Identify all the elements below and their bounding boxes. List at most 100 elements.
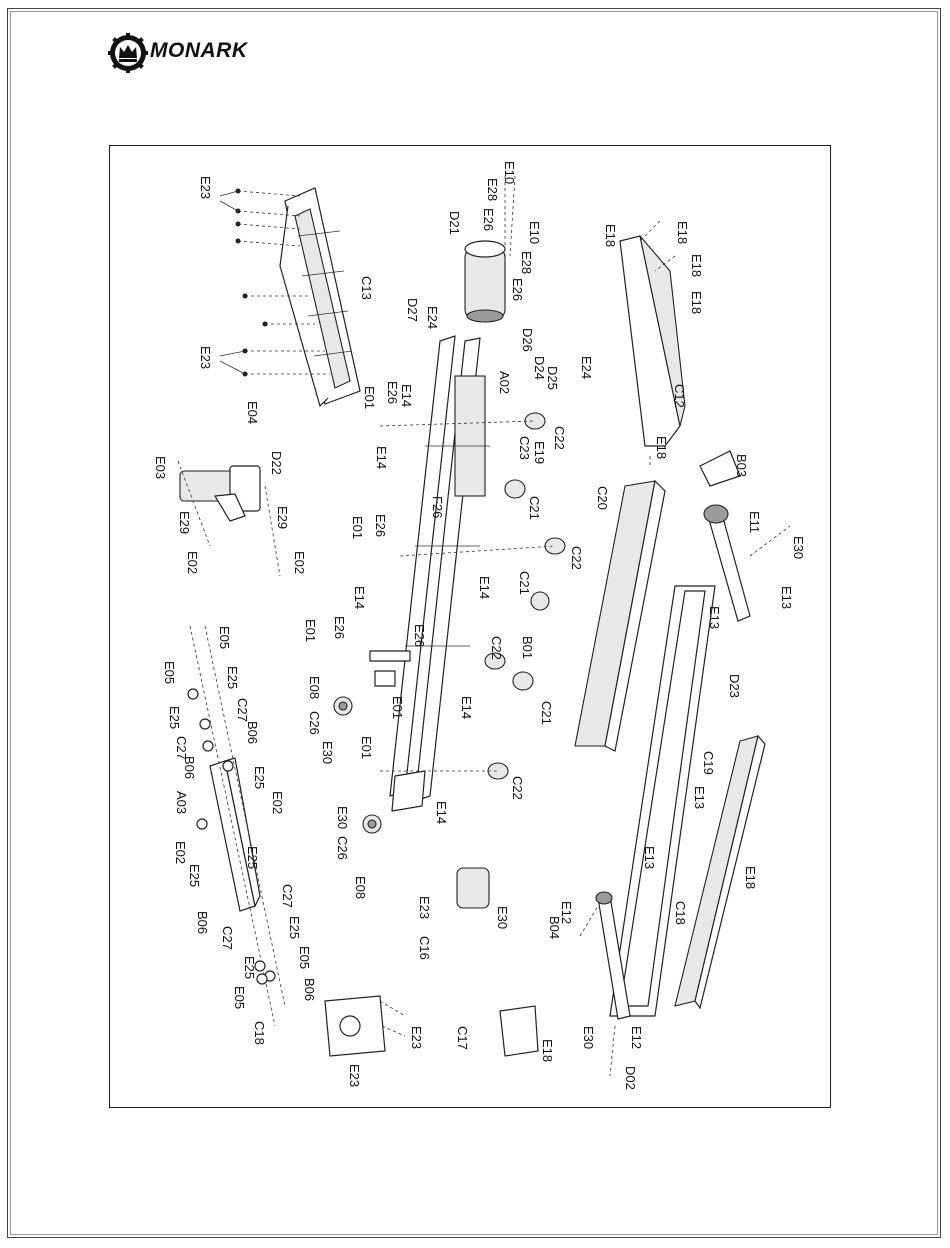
part-label: C18 [673, 901, 688, 925]
exploded-view-drawing: E10 E28 E26 E10 E28 E26 D21 E23 E23 C13 … [153, 161, 806, 1090]
running-deck-part [609, 585, 716, 1017]
part-label: E05 [217, 626, 232, 649]
part-label: E30 [495, 906, 510, 929]
part-label: C17 [455, 1026, 470, 1050]
cover-screw-leaders [219, 188, 330, 377]
part-label: E23 [417, 896, 432, 919]
brand-name: MONARK [150, 39, 248, 62]
front-roller-part [699, 450, 791, 622]
part-label: E24 [425, 306, 440, 329]
part-label: E25 [167, 706, 182, 729]
part-label: E26 [412, 624, 427, 647]
part-label: C22 [489, 636, 504, 660]
part-label: D22 [269, 451, 284, 475]
transport-wheels [333, 696, 382, 834]
part-label: E25 [245, 846, 260, 869]
part-label: C20 [595, 486, 610, 510]
part-label: E13 [707, 606, 722, 629]
part-label: A03 [174, 791, 189, 814]
part-label: E23 [347, 1064, 362, 1087]
part-label: C26 [335, 836, 350, 860]
side-rail-lower-part [674, 734, 766, 1010]
part-label: E26 [481, 208, 496, 231]
part-label: E02 [292, 551, 307, 574]
part-label: E01 [359, 736, 374, 759]
part-label: E14 [434, 801, 449, 824]
part-label: E30 [335, 806, 350, 829]
page-border [7, 8, 941, 1238]
part-label: E18 [654, 436, 669, 459]
part-label: E01 [303, 619, 318, 642]
part-label: B06 [195, 911, 210, 934]
part-label: C12 [672, 384, 687, 408]
main-frame-part [369, 335, 490, 812]
page-inner-border [10, 11, 938, 1235]
part-label: D25 [545, 366, 560, 390]
part-label: E12 [559, 901, 574, 924]
incline-frame-part [187, 625, 286, 1027]
part-label: B06 [302, 978, 317, 1001]
part-label: C27 [235, 698, 250, 722]
rear-roller-part [579, 891, 631, 1077]
part-label: E02 [185, 551, 200, 574]
part-label: C22 [510, 776, 525, 800]
motor-cover-part [279, 187, 361, 408]
part-label: C21 [539, 701, 554, 725]
part-label: E14 [374, 446, 389, 469]
part-label: E23 [409, 1026, 424, 1049]
part-label: E05 [162, 661, 177, 684]
part-label: E29 [177, 511, 192, 534]
part-label: D26 [520, 328, 535, 352]
part-label: E14 [399, 384, 414, 407]
part-label: D21 [447, 211, 462, 235]
part-label: E10 [527, 221, 542, 244]
part-label: E18 [603, 224, 618, 247]
part-label: E10 [502, 161, 517, 184]
brand-logo: MONARK [108, 30, 258, 76]
part-label: E01 [390, 696, 405, 719]
part-label: E13 [692, 786, 707, 809]
part-label: E01 [362, 386, 377, 409]
part-label: F26 [430, 496, 445, 518]
part-label: E25 [287, 916, 302, 939]
part-label: B06 [245, 721, 260, 744]
part-label: E18 [689, 254, 704, 277]
end-cap-parts [456, 867, 539, 1057]
part-label: E26 [332, 616, 347, 639]
part-label: E30 [791, 536, 806, 559]
part-label: E25 [187, 864, 202, 887]
parts-diagram: E10 E28 E26 E10 E28 E26 D21 E23 E23 C13 … [109, 145, 831, 1108]
part-label: E14 [352, 586, 367, 609]
part-label: E28 [485, 178, 500, 201]
part-label: E05 [232, 986, 247, 1009]
incline-motor-part [177, 460, 281, 577]
part-label: E02 [173, 841, 188, 864]
part-label: E13 [779, 586, 794, 609]
part-label: E04 [245, 401, 260, 424]
part-label: E24 [579, 356, 594, 379]
part-label: C19 [701, 751, 716, 775]
right-hood-part [619, 220, 686, 466]
part-label: E08 [353, 876, 368, 899]
part-labels: E10 E28 E26 E10 E28 E26 D21 E23 E23 C13 … [153, 161, 806, 1090]
part-label: C27 [220, 926, 235, 950]
drive-motor-part [464, 175, 516, 323]
crown-gear-logo-icon [108, 33, 148, 73]
part-label: D02 [623, 1066, 638, 1090]
part-label: C22 [569, 546, 584, 570]
part-label: E14 [477, 576, 492, 599]
part-label: E26 [373, 514, 388, 537]
part-label: C23 [517, 436, 532, 460]
part-label: C21 [527, 496, 542, 520]
part-label: E18 [540, 1039, 555, 1062]
part-label: C22 [552, 426, 567, 450]
part-label: E25 [252, 766, 267, 789]
part-label: E30 [320, 741, 335, 764]
part-label: E25 [242, 956, 257, 979]
part-label: E30 [581, 1026, 596, 1049]
part-label: E26 [385, 381, 400, 404]
part-label: E29 [275, 506, 290, 529]
part-label: D23 [727, 674, 742, 698]
part-label: E23 [198, 176, 213, 199]
part-label: C16 [417, 936, 432, 960]
